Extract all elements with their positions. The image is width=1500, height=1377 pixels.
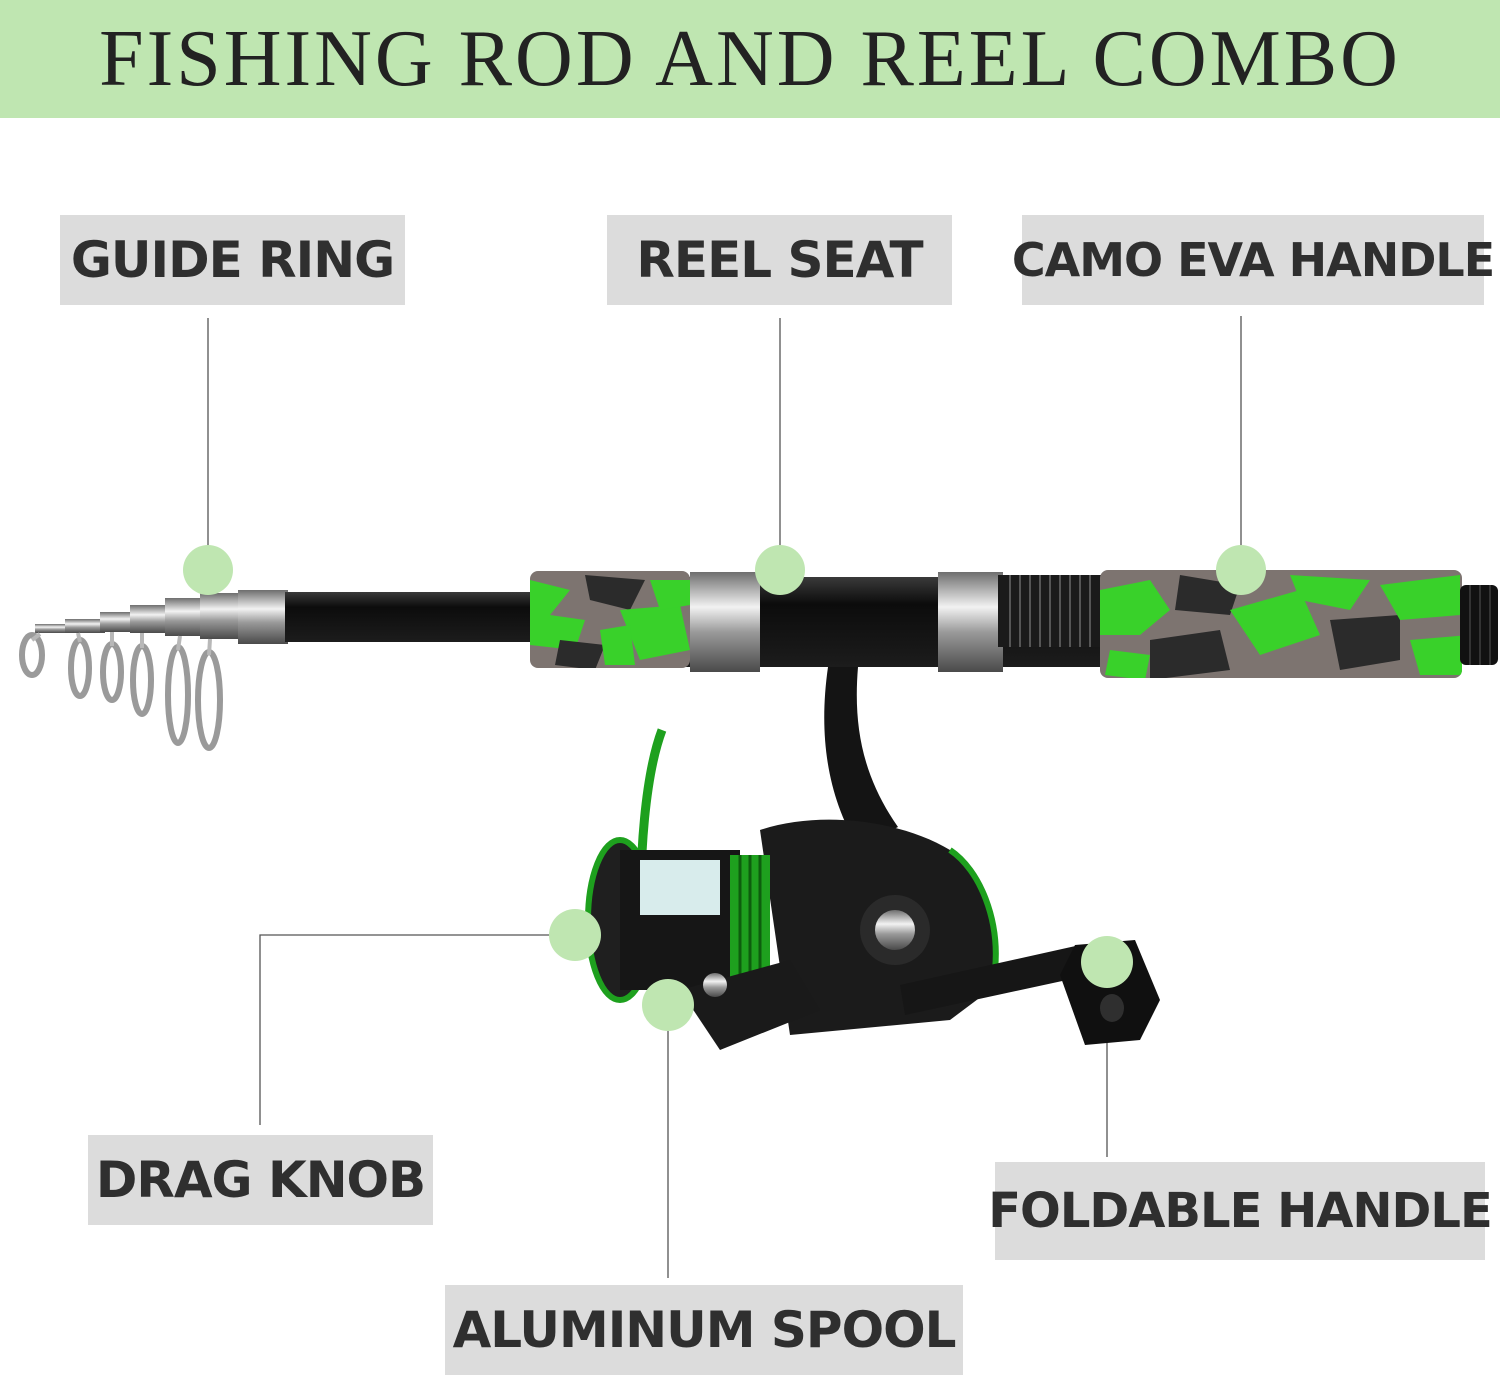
marker-aluminum-spool: [642, 979, 694, 1031]
marker-guide-ring: [183, 545, 233, 595]
marker-reel-seat: [755, 545, 805, 595]
label-camo-eva-handle: CAMO EVA HANDLE: [1012, 215, 1495, 305]
page-title: FISHING ROD AND REEL COMBO: [99, 14, 1401, 103]
rod-blank: [285, 592, 540, 642]
label-reel-seat-text: REEL SEAT: [636, 231, 923, 289]
guide-rings: [19, 632, 223, 751]
label-guide-ring-text: GUIDE RING: [70, 231, 395, 289]
label-aluminum-spool-text: ALUMINUM SPOOL: [452, 1301, 957, 1359]
title-banner: FISHING ROD AND REEL COMBO: [0, 0, 1500, 118]
reel-seat-ring-back: [938, 572, 1003, 672]
camo-grip-front: [530, 571, 690, 668]
guide-ring-stems: [30, 632, 212, 656]
camo-grip-rear: [1100, 570, 1462, 678]
aluminum-spool-graphic: [585, 837, 770, 1003]
marker-foldable-handle: [1081, 936, 1133, 988]
callout-markers: [183, 545, 1266, 1031]
label-drag-knob: DRAG KNOB: [88, 1135, 433, 1225]
label-guide-ring: GUIDE RING: [60, 215, 405, 305]
label-foldable-handle: FOLDABLE HANDLE: [988, 1162, 1493, 1260]
marker-camo-handle: [1216, 545, 1266, 595]
marker-drag-knob: [549, 909, 601, 961]
label-drag-knob-text: DRAG KNOB: [95, 1151, 426, 1209]
label-foldable-handle-text: FOLDABLE HANDLE: [988, 1183, 1493, 1239]
label-reel-seat: REEL SEAT: [607, 215, 952, 305]
leader-lines: [207, 316, 1242, 1278]
rod-tip-sections: [35, 590, 288, 644]
reel-seat-thread: [998, 575, 1103, 647]
label-aluminum-spool: ALUMINUM SPOOL: [445, 1285, 963, 1375]
reel-stem: [824, 667, 898, 847]
label-camo-eva-handle-text: CAMO EVA HANDLE: [1011, 233, 1495, 287]
reel-seat-ring-front: [690, 572, 760, 672]
